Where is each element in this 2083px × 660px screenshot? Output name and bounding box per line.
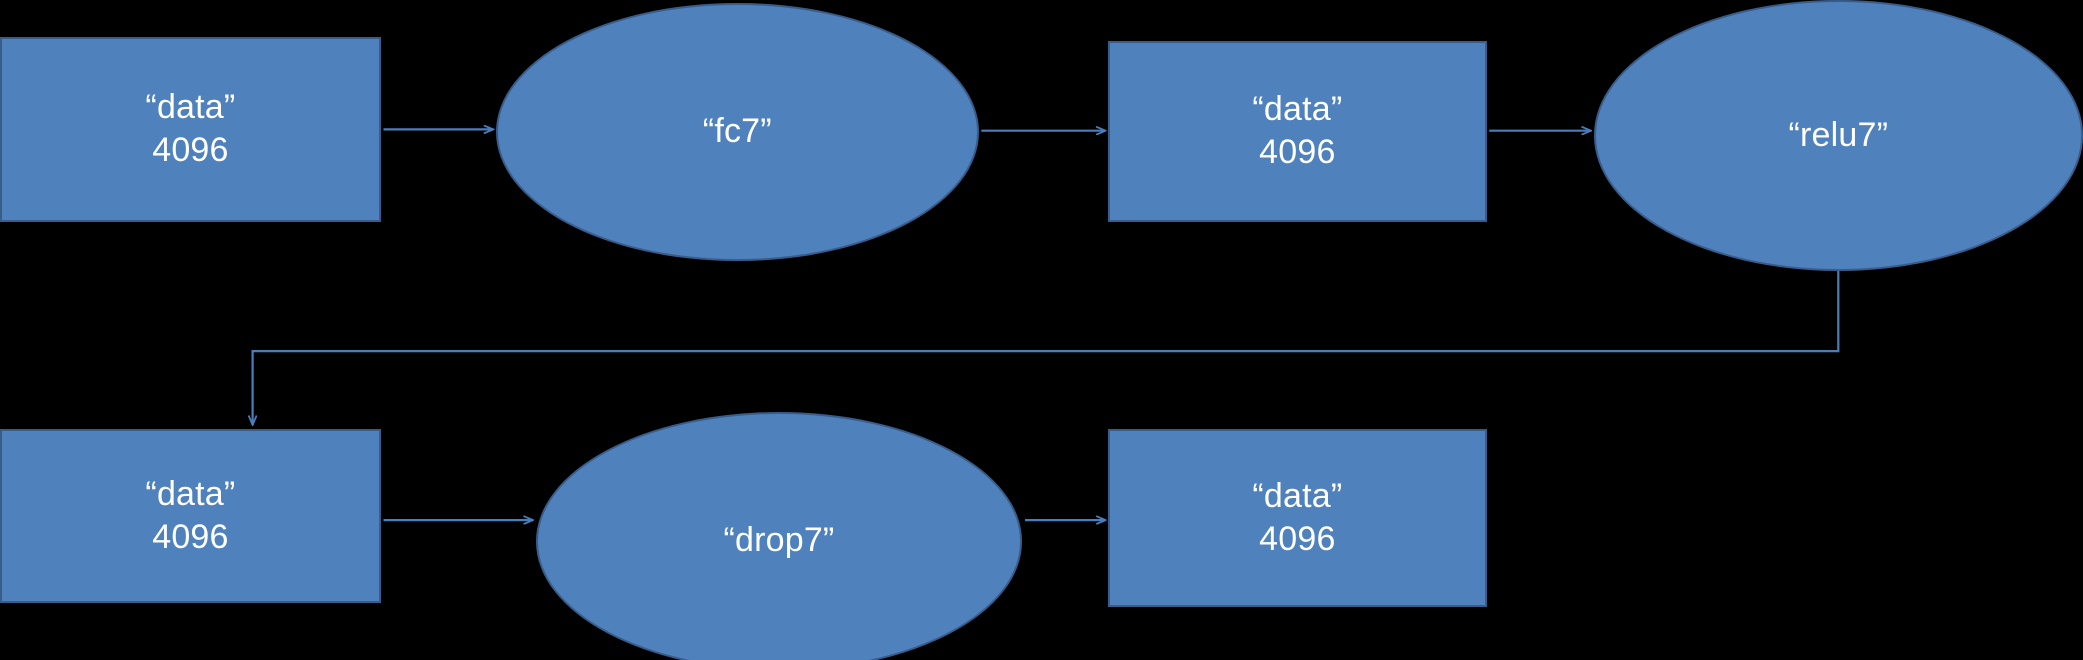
node-label-line1: “fc7”	[702, 112, 772, 151]
node-data-1[interactable]: “data” 4096	[0, 36, 381, 222]
node-data-4[interactable]: “data” 4096	[1108, 429, 1487, 608]
node-data-3[interactable]: “data” 4096	[0, 429, 381, 604]
node-fc7[interactable]: “fc7”	[495, 2, 979, 262]
node-label-line1: “data”	[145, 474, 236, 513]
node-label-line2: 4096	[1259, 520, 1336, 559]
node-label-line1: “data”	[1252, 476, 1343, 515]
node-label-line1: “data”	[145, 87, 236, 126]
node-label-line1: “drop7”	[723, 521, 835, 560]
node-label-line2: 4096	[152, 131, 229, 170]
node-label-line2: 4096	[152, 518, 229, 557]
node-label-line2: 4096	[1259, 133, 1336, 172]
edge-relu7-to-data3	[253, 270, 1840, 425]
node-drop7[interactable]: “drop7”	[535, 411, 1023, 660]
node-label-line1: “data”	[1252, 89, 1343, 128]
node-relu7[interactable]: “relu7”	[1593, 0, 2083, 271]
node-data-2[interactable]: “data” 4096	[1108, 40, 1487, 222]
node-label-line1: “relu7”	[1788, 115, 1889, 154]
